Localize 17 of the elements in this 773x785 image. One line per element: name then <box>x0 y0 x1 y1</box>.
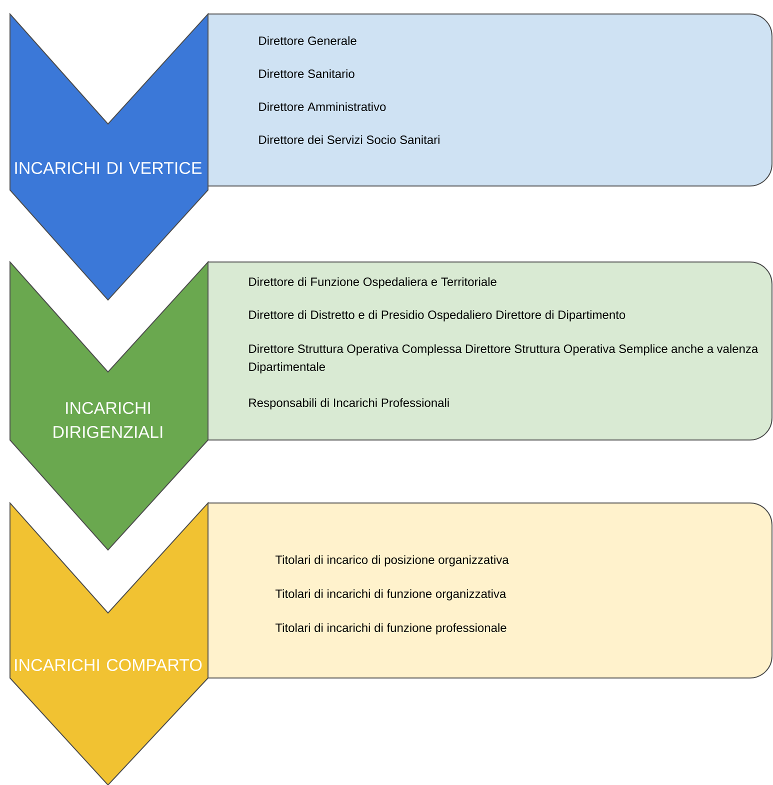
list-box <box>208 14 772 186</box>
list-item: Titolari di incarico di posizione organizzativa <box>275 555 509 566</box>
list-item: Direttore Generale <box>259 36 356 46</box>
list-item: Direttore Sanitario <box>259 69 354 78</box>
list-item: Direttore Amministrativo <box>259 102 386 112</box>
list-item: Titolari di incarichi di funzione organizzativa <box>275 589 506 600</box>
list-item: Direttore dei Servizi Socio Sanitari <box>259 135 440 144</box>
list-item: Titolari di incarichi di funzione professionale <box>275 623 506 634</box>
chevron-banner: INCARICHI DIRIGENZIALI <box>10 260 208 551</box>
list-box <box>208 262 772 440</box>
list-item: Direttore di Distretto e di Presidio Ospedaliero Direttore di Dipartimento <box>249 310 626 322</box>
chevron-banner: INCARICHI DI VERTICE <box>10 12 208 301</box>
list-item: Responsabili di Incarichi Professionali <box>249 398 449 410</box>
list-box <box>208 502 772 678</box>
chevron-banner: INCARICHI COMPARTO <box>10 502 208 785</box>
list-item: Direttore di Funzione Ospedaliera e Territoriale <box>249 277 496 288</box>
list-item: Direttore Struttura Operativa Complessa Direttore Struttura Operativa Semplice anche a valenza Dipartimentale <box>249 344 758 374</box>
